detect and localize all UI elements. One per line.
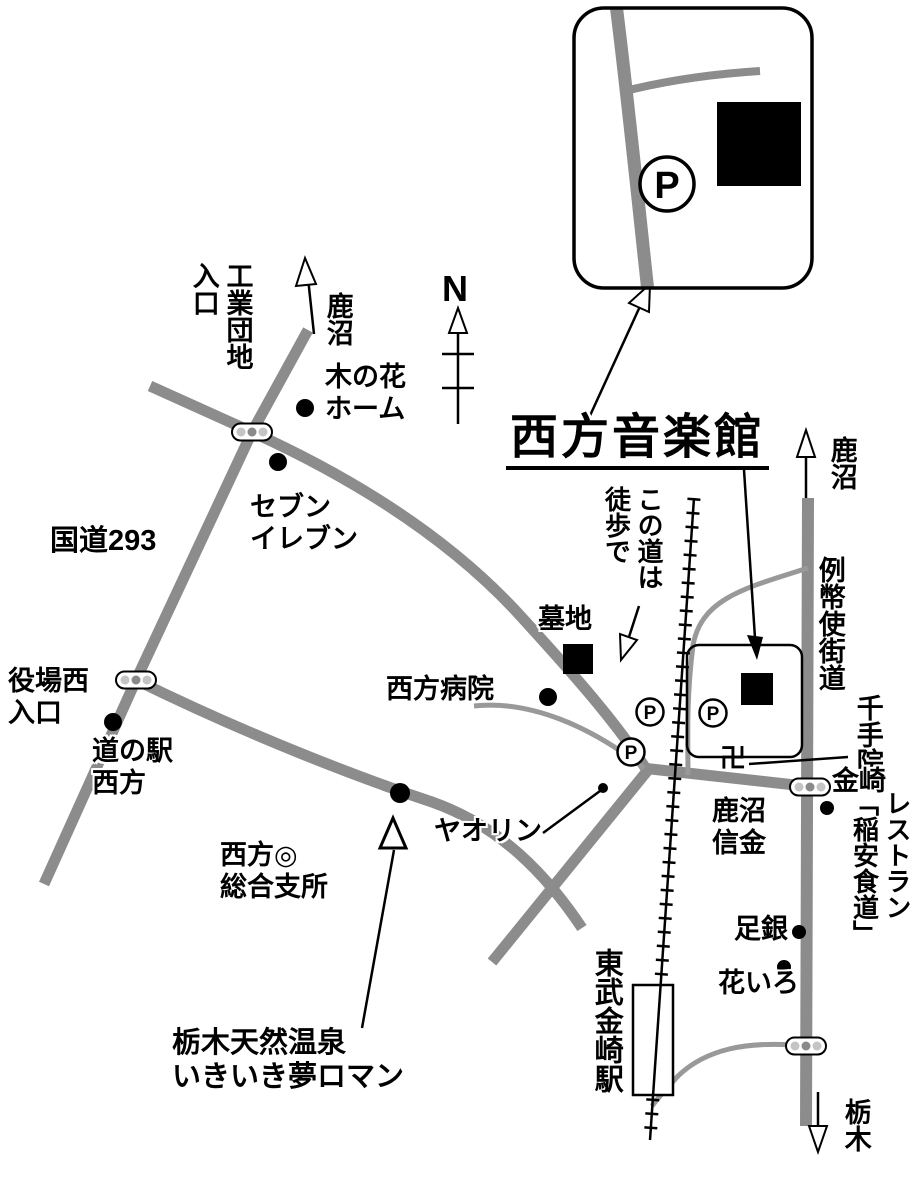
branch-office-dot bbox=[390, 783, 410, 803]
onsen-triangle-marker bbox=[377, 814, 409, 850]
road-industrial-curve bbox=[147, 380, 653, 775]
title-pointer-arrow bbox=[742, 469, 763, 660]
road-reiheishi-kaido bbox=[800, 497, 814, 1127]
label-hanairo: 花いろ bbox=[718, 968, 799, 998]
michi-no-eki-dot bbox=[104, 713, 122, 731]
tochigi-arrow-bottom bbox=[807, 1092, 829, 1156]
seven-eleven-dot bbox=[269, 453, 287, 471]
label-route-293: 国道293 bbox=[50, 525, 157, 557]
label-kanuma-top-right: 鹿沼 bbox=[826, 436, 857, 490]
label-nishikata-branch-office: 西方◎ 総合支所 bbox=[220, 840, 328, 902]
road-route293 bbox=[38, 327, 313, 887]
restaurant-dot bbox=[820, 801, 834, 815]
walk-road-arrow bbox=[618, 605, 641, 663]
page-title: 西方音楽館 bbox=[506, 414, 770, 470]
parking-letter: P bbox=[707, 704, 720, 725]
label-tochigi-bottom: 栃木 bbox=[840, 1098, 871, 1152]
label-nishikata-hospital: 西方病院 bbox=[386, 674, 494, 704]
label-senjuin: 千手院 bbox=[852, 694, 883, 775]
kanuma-arrow-topright bbox=[795, 426, 817, 498]
label-michi-no-eki-nishikata: 道の駅 西方 bbox=[92, 736, 173, 798]
cemetery-square bbox=[563, 644, 593, 674]
label-yakuba-nishi-entrance: 役場西 入口 bbox=[8, 666, 89, 728]
inset-road-main bbox=[609, 8, 655, 288]
yaorin-pointer-line bbox=[542, 789, 601, 835]
inset-parking-circle bbox=[638, 155, 696, 213]
label-restaurant-inayasu: レストラン 「稲安食道」 bbox=[849, 790, 913, 946]
ashigin-dot bbox=[792, 925, 806, 939]
musichall-area-box bbox=[685, 643, 804, 759]
road-station-thin bbox=[650, 1041, 807, 1108]
senjuin-pointer-line bbox=[748, 755, 849, 766]
yaorin-dot bbox=[598, 783, 608, 793]
label-tochigi-onsen: 栃木天然温泉 いきいき夢ロマン bbox=[172, 1027, 405, 1094]
kanuma-arrow-topleft bbox=[294, 255, 318, 335]
parking-mark: P bbox=[635, 697, 665, 727]
road-junction-southwest bbox=[487, 766, 653, 966]
inset-road-branch bbox=[620, 67, 761, 96]
road-southwest bbox=[133, 675, 587, 932]
parking-mark: P bbox=[616, 737, 646, 767]
traffic-signal bbox=[785, 1036, 827, 1056]
railway-line bbox=[648, 497, 696, 1141]
label-ashigin: 足銀 bbox=[734, 914, 788, 944]
temple-manji-symbol: 卍 bbox=[720, 743, 746, 773]
traffic-signal bbox=[115, 670, 157, 690]
label-seven-eleven: セブン イレブン bbox=[250, 492, 358, 554]
musichall-building-square bbox=[741, 673, 773, 705]
north-arrow bbox=[442, 305, 474, 424]
road-musichall-thin bbox=[685, 565, 809, 776]
label-cemetery: 墓地 bbox=[538, 604, 592, 634]
label-reiheishi-kaido: 例幣使街道 bbox=[814, 556, 845, 691]
traffic-signal bbox=[789, 777, 831, 797]
parking-mark: P bbox=[698, 698, 728, 728]
parking-letter: P bbox=[644, 703, 657, 724]
parking-letter: P bbox=[654, 165, 679, 207]
traffic-signal bbox=[231, 422, 273, 442]
inset-callout-arrow bbox=[586, 281, 652, 421]
label-industrial-park-entrance: 工業団地 入口 bbox=[188, 262, 253, 370]
parking-letter: P bbox=[625, 743, 638, 764]
label-tobu-kanasaki-station: 東武金崎駅 bbox=[590, 948, 623, 1093]
label-walk-this-road: この道は 徒歩で bbox=[601, 486, 665, 590]
inset-border bbox=[572, 6, 814, 290]
inset-map: P bbox=[572, 6, 814, 290]
konohana-home-dot bbox=[296, 399, 314, 417]
station-rect bbox=[631, 983, 675, 1097]
label-konohana-home: 木の花 ホーム bbox=[325, 362, 406, 424]
label-kanuma-shinkin: 鹿沼 信金 bbox=[712, 796, 766, 858]
inset-building-square bbox=[717, 102, 801, 186]
label-yaorin: ヤオリン bbox=[434, 816, 542, 846]
north-label: N bbox=[442, 268, 468, 309]
label-kanasaki: 金崎 bbox=[832, 766, 886, 796]
onsen-pointer-line bbox=[360, 849, 396, 1029]
hanairo-dot bbox=[777, 960, 791, 974]
hospital-dot bbox=[539, 688, 557, 706]
label-kanuma-top-left: 鹿沼 bbox=[322, 292, 353, 346]
